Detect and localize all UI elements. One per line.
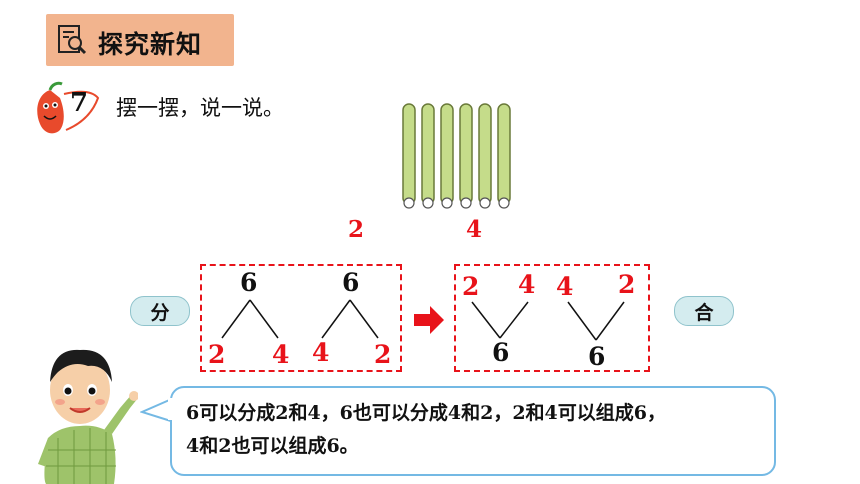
counting-stick	[421, 103, 435, 209]
counting-stick	[478, 103, 492, 209]
split-label-text: 分	[150, 301, 170, 324]
counting-stick	[440, 103, 454, 209]
split-tree-2-top: 6	[342, 268, 360, 297]
combine-tree-2-bottom: 6	[588, 342, 606, 371]
combine-tree-2-right: 2	[618, 270, 636, 299]
counting-stick	[459, 103, 473, 209]
combine-box: 2 4 6 4 2 6	[454, 264, 650, 372]
speech-text: 6可以分成2和4，6也可以分成4和2，2和4可以组成6， 4和2也可以组成6。	[186, 397, 766, 463]
group-count-left: 2	[348, 216, 365, 243]
problem-instruction: 摆一摆，说一说。	[116, 96, 284, 120]
search-document-icon	[58, 25, 87, 55]
bubble-tail-mask	[168, 398, 174, 420]
section-title-badge: 探究新知	[46, 14, 234, 66]
split-box: 6 2 4 6 4 2	[200, 264, 402, 372]
counting-sticks	[402, 103, 511, 209]
split-tree-1-right: 4	[272, 340, 290, 369]
split-label: 分	[130, 296, 190, 326]
speech-bubble-tail	[140, 397, 175, 423]
right-arrow-icon	[414, 306, 444, 334]
speech-bubble: 6可以分成2和4，6也可以分成4和2，2和4可以组成6， 4和2也可以组成6。	[170, 386, 776, 476]
split-tree-2-right: 2	[374, 340, 392, 369]
problem-number: 7	[70, 88, 89, 118]
combine-tree-1-right: 4	[518, 270, 536, 299]
combine-label-text: 合	[694, 301, 714, 324]
split-branches	[221, 299, 379, 339]
combine-tree-1-left: 2	[462, 272, 480, 301]
split-tree-2-left: 4	[312, 338, 330, 367]
counting-stick	[497, 103, 511, 209]
combine-label: 合	[674, 296, 734, 326]
speech-line-2: 4和2也可以组成6。	[186, 435, 359, 457]
group-count-right: 4	[466, 216, 483, 243]
pepper-mascot-icon	[37, 81, 100, 134]
combine-branches	[471, 301, 625, 341]
speech-line-1: 6可以分成2和4，6也可以分成4和2，2和4可以组成6，	[186, 402, 666, 424]
combine-tree-1-bottom: 6	[492, 338, 510, 367]
counting-stick	[402, 103, 416, 209]
combine-tree-2-left: 4	[556, 272, 574, 301]
boy-character-illustration	[38, 349, 138, 484]
section-title: 探究新知	[98, 30, 203, 59]
split-tree-1-left: 2	[208, 340, 226, 369]
split-tree-1-top: 6	[240, 268, 258, 297]
